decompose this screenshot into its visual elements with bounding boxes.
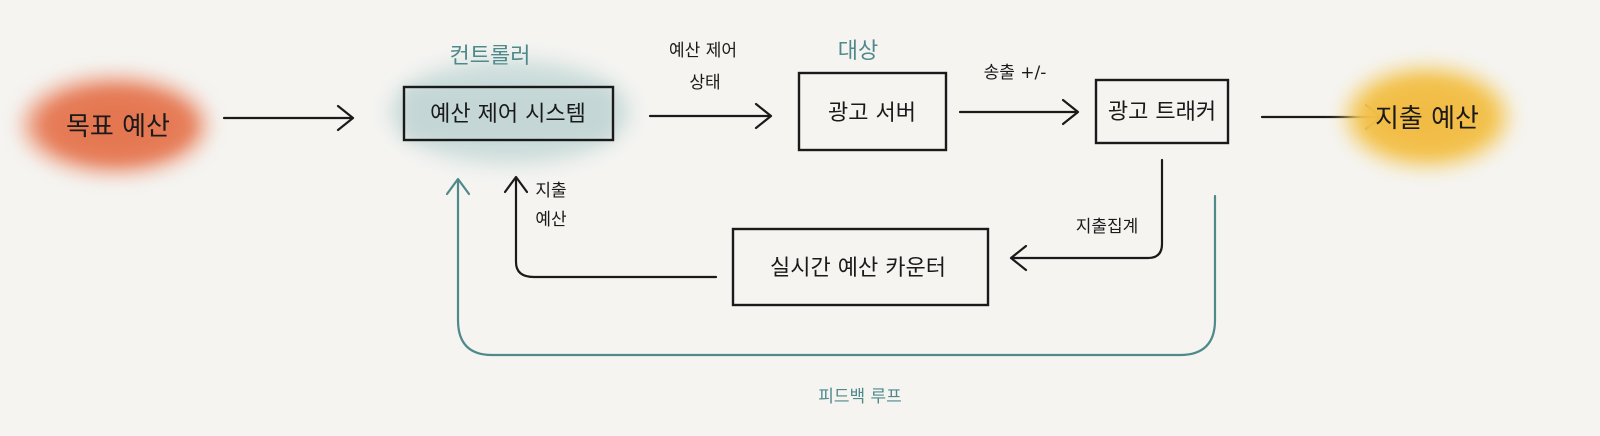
arrow-counter-to-controller: 지출 예산 bbox=[503, 175, 718, 279]
target-budget-node: 목표 예산 bbox=[23, 77, 207, 173]
spent-budget-edge-line1: 지출 bbox=[535, 181, 566, 201]
arrow-controller-to-ad-server: 예산 제어 상태 bbox=[648, 41, 773, 130]
ad-server-label: 광고 서버 bbox=[828, 101, 916, 126]
spent-budget-edge-line2: 예산 bbox=[535, 210, 567, 230]
feedback-loop: 피드백 루프 bbox=[445, 177, 1217, 407]
arrow-target-to-controller bbox=[222, 104, 355, 132]
arrow-tracker-to-counter: 지출집계 bbox=[1009, 158, 1164, 272]
budget-control-system-label: 예산 제어 시스템 bbox=[430, 102, 586, 127]
target-label: 대상 bbox=[838, 39, 878, 64]
ad-tracker-label: 광고 트래커 bbox=[1108, 100, 1216, 125]
control-state-label-line2: 상태 bbox=[689, 73, 720, 93]
realtime-counter-node: 실시간 예산 카운터 bbox=[731, 227, 990, 307]
arrow-ad-server-to-tracker: 송출 +/- bbox=[958, 63, 1080, 126]
spent-budget-label: 지출 예산 bbox=[1375, 104, 1479, 134]
target-budget-label: 목표 예산 bbox=[66, 112, 170, 142]
spent-budget-node: 지출 예산 bbox=[1345, 67, 1509, 167]
controller-label: 컨트롤러 bbox=[450, 44, 531, 69]
feedback-loop-label: 피드백 루프 bbox=[818, 387, 902, 407]
impression-label: 송출 +/- bbox=[984, 63, 1047, 83]
ad-server-node: 대상 광고 서버 bbox=[797, 39, 948, 152]
spend-aggregate-label: 지출집계 bbox=[1076, 217, 1139, 237]
budget-control-system-node: 컨트롤러 예산 제어 시스템 bbox=[390, 44, 630, 164]
ad-tracker-node: 광고 트래커 bbox=[1094, 78, 1230, 145]
control-state-label-line1: 예산 제어 bbox=[669, 41, 737, 61]
realtime-counter-label: 실시간 예산 카운터 bbox=[770, 256, 946, 281]
